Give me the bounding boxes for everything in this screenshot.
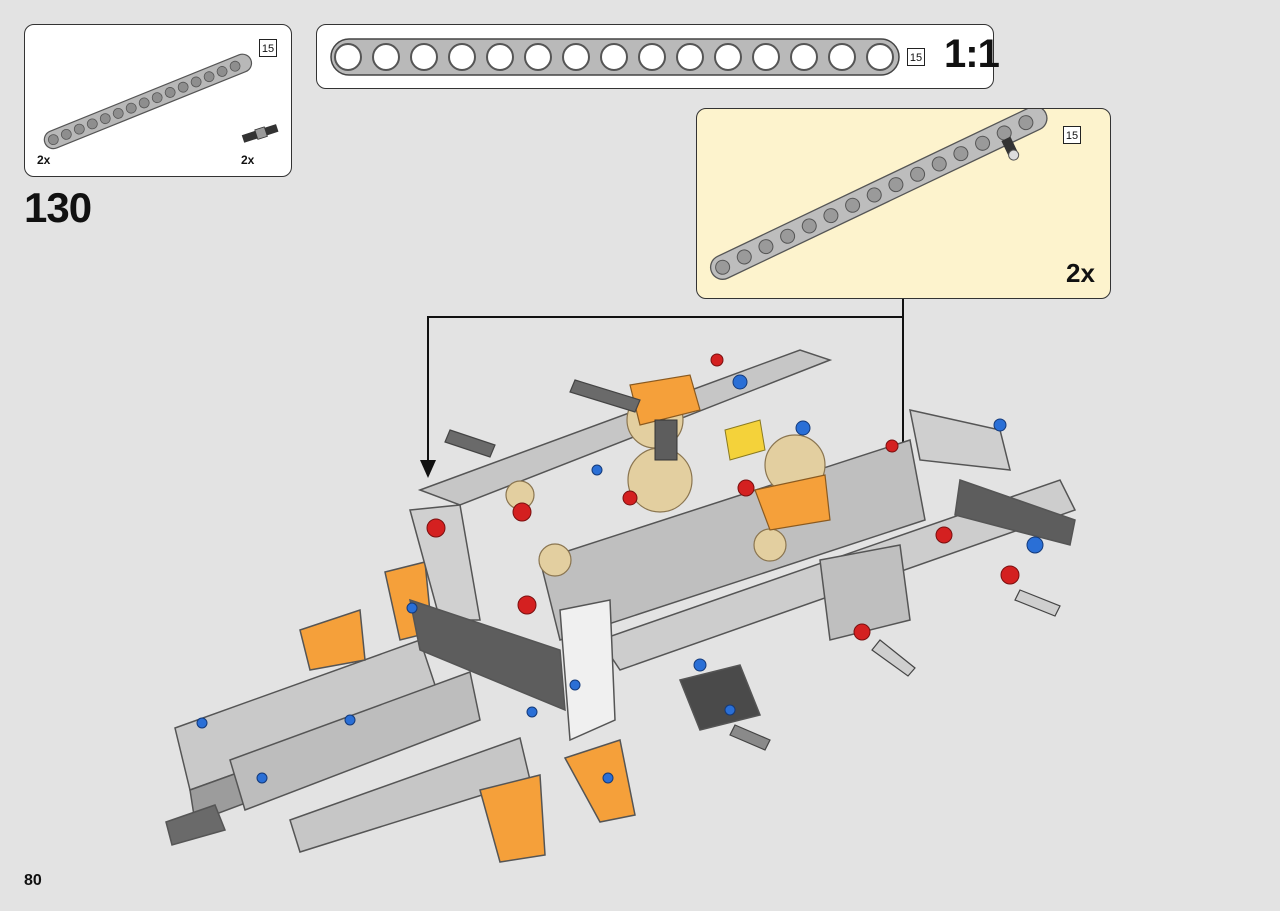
subassembly-quantity: 2x [1066,258,1095,288]
parts-list-panel: 15 2x 2x [24,24,292,177]
gearbox-frame [409,349,1077,742]
subassembly-callout: 15 [696,108,1111,299]
liftarm-15-scale-icon [330,38,900,76]
axle-pin-connector-icon [241,124,279,143]
scale-ruler-panel: 15 [316,24,994,89]
step-number: 130 [24,184,92,231]
subassembly-length-box: 15 [1063,126,1081,144]
part-quantity: 2x [37,153,51,167]
scale-label: 1:1 [944,32,1000,76]
orange-beams [629,374,831,531]
blue-pins [196,374,1044,784]
scale-length-box: 15 [907,48,925,66]
liftarm-with-pin-icon [709,109,1048,280]
axles [444,379,1061,751]
liftarm-15-icon [43,53,253,150]
part-length-box: 15 [259,39,277,57]
page-number: 80 [24,872,42,889]
red-pins [426,353,1020,641]
part-quantity: 2x [241,153,255,167]
rear-frame [165,561,636,863]
